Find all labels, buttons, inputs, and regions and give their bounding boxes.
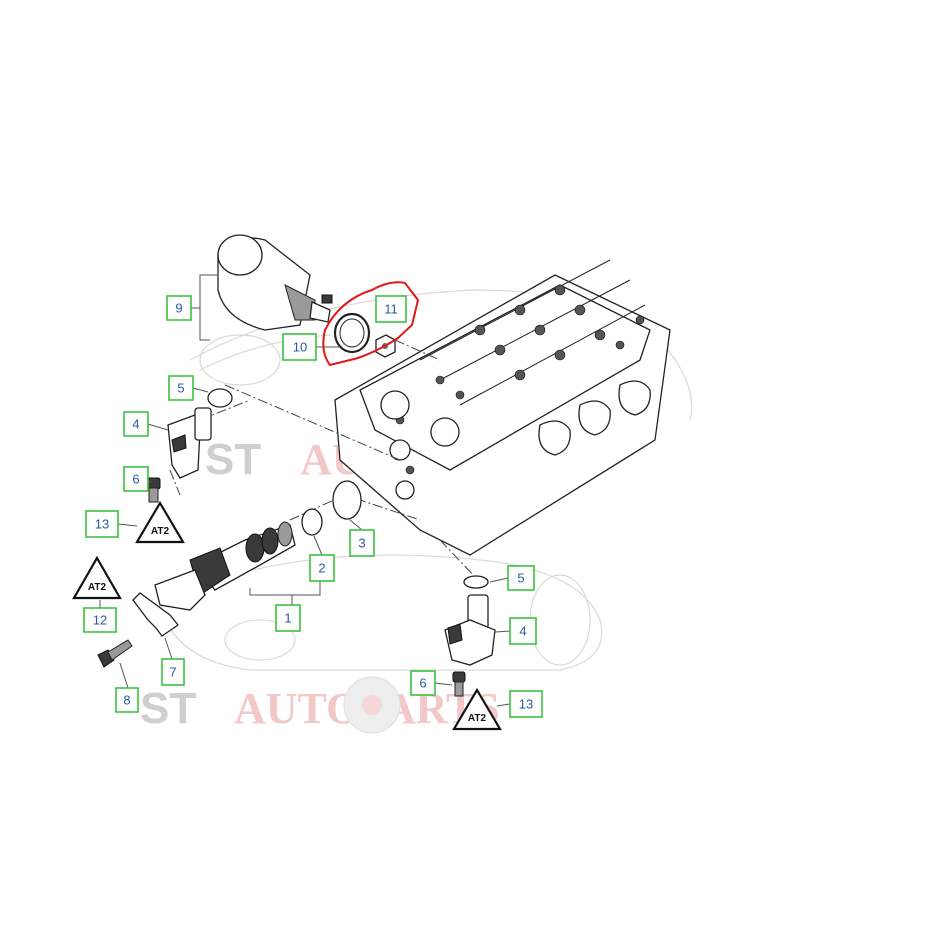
watermark-bottom: ST AUTOPARTS — [140, 676, 500, 734]
svg-text:AT2: AT2 — [468, 713, 487, 724]
callout-4-bottom: 4 — [509, 617, 537, 645]
callout-5-bottom-label: 5 — [517, 571, 524, 586]
callout-13-bottom: 13 — [509, 690, 543, 718]
part-8-bolt — [97, 639, 133, 668]
callout-5-top-label: 5 — [177, 381, 184, 396]
callout-6-top: 6 — [123, 466, 149, 492]
callout-2-label: 2 — [318, 561, 325, 576]
callout-7-label: 7 — [169, 665, 176, 680]
callout-1: 1 — [275, 604, 301, 632]
callout-6-bottom: 6 — [410, 670, 436, 696]
part-3-oring — [332, 480, 362, 520]
watermark-st-top: ST — [205, 435, 261, 484]
callout-8: 8 — [115, 687, 139, 713]
part-9-eccentric-shaft-actuator — [217, 234, 333, 331]
svg-text:AT2: AT2 — [88, 582, 107, 593]
callout-9-label: 9 — [175, 301, 182, 316]
warning-triangle-left-top: AT2 — [135, 500, 185, 544]
callout-12: 12 — [83, 607, 117, 633]
callout-4-top: 4 — [123, 411, 149, 437]
callout-8-label: 8 — [123, 693, 130, 708]
callout-3: 3 — [349, 529, 375, 557]
cylinder-head — [334, 259, 671, 556]
highlight-outline — [322, 281, 420, 367]
part-6-bolt-bottom — [452, 671, 466, 697]
watermark-st-bottom: ST — [140, 684, 196, 733]
warning-triangle-bottom-right: AT2 — [452, 687, 502, 731]
callout-1-label: 1 — [284, 611, 291, 626]
callout-5-top: 5 — [168, 375, 194, 401]
part-4-camshaft-sensor-top — [167, 407, 212, 479]
callout-13-top-label: 13 — [95, 517, 109, 532]
leader-lines — [99, 274, 511, 707]
brake-disc-hub-icon — [362, 695, 382, 715]
part-1-solenoid-valve — [154, 521, 296, 611]
callout-4-top-label: 4 — [132, 417, 139, 432]
callout-5-bottom: 5 — [507, 565, 535, 591]
callout-12-label: 12 — [93, 613, 107, 628]
part-6-bolt-top — [146, 477, 161, 503]
callout-10-label: 10 — [293, 340, 307, 355]
part-10-gasket — [333, 312, 371, 354]
part-5-oring-bottom — [463, 575, 489, 589]
svg-text:AT2: AT2 — [151, 526, 170, 537]
part-4-camshaft-sensor-bottom — [444, 594, 496, 666]
part-7-bracket — [132, 592, 179, 637]
part-5-oring-top — [207, 388, 233, 408]
callout-4-bottom-label: 4 — [519, 624, 526, 639]
callout-9: 9 — [166, 295, 192, 321]
part-2-oring — [301, 508, 323, 536]
warning-triangle-left-bottom: AT2 — [72, 555, 122, 600]
callout-10: 10 — [282, 333, 317, 361]
callout-6-bottom-label: 6 — [419, 676, 426, 691]
callout-13-top: 13 — [85, 510, 119, 538]
callout-3-label: 3 — [358, 536, 365, 551]
callout-6-top-label: 6 — [132, 472, 139, 487]
callout-2: 2 — [309, 554, 335, 582]
callout-13-bottom-label: 13 — [519, 697, 533, 712]
callout-7: 7 — [161, 658, 185, 686]
callout-11-label: 11 — [384, 302, 398, 317]
callout-11: 11 — [375, 295, 407, 323]
